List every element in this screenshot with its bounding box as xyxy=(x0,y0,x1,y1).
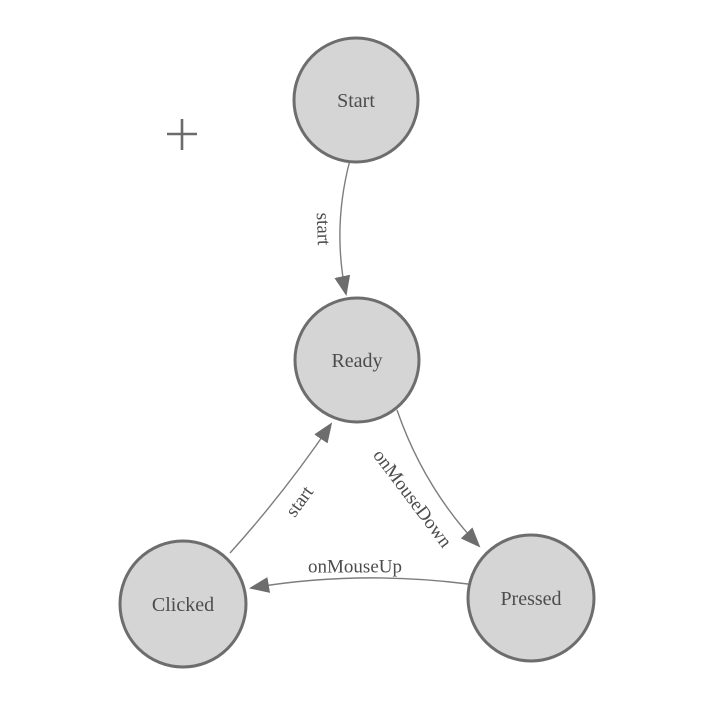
edge-label-start: start xyxy=(312,212,334,246)
edge-label-start-2: start xyxy=(282,482,319,521)
transition-edge-ready-to-pressed: onMouseDown xyxy=(368,409,481,553)
state-label-clicked: Clicked xyxy=(152,594,214,616)
plus-crosshair-icon xyxy=(167,119,197,150)
edge-path-pressed-to-clicked[interactable] xyxy=(249,577,469,593)
state-node-clicked[interactable]: Clicked xyxy=(118,539,248,669)
state-circle-pressed xyxy=(466,533,596,663)
state-label-pressed: Pressed xyxy=(500,588,561,610)
state-label-start: Start xyxy=(337,90,375,112)
edge-path-clicked-to-ready[interactable] xyxy=(229,422,333,554)
state-node-ready[interactable]: Ready xyxy=(293,296,421,424)
state-node-start[interactable]: Start xyxy=(292,36,420,164)
transition-edge-start-to-ready: start xyxy=(312,159,351,296)
edge-label-onmousedown: onMouseDown xyxy=(368,446,456,553)
transition-edge-pressed-to-clicked: onMouseUp xyxy=(249,557,469,593)
edge-label-onmouseup: onMouseUp xyxy=(308,557,402,578)
state-node-pressed[interactable]: Pressed xyxy=(466,533,596,663)
edge-path-ready-to-pressed[interactable] xyxy=(396,409,481,548)
edge-path-start-to-ready[interactable] xyxy=(334,159,351,296)
state-label-ready: Ready xyxy=(331,350,382,372)
state-circle-ready xyxy=(293,296,421,424)
transition-edge-clicked-to-ready: start xyxy=(229,422,333,554)
state-circle-start xyxy=(292,36,420,164)
state-circle-clicked xyxy=(118,539,248,669)
